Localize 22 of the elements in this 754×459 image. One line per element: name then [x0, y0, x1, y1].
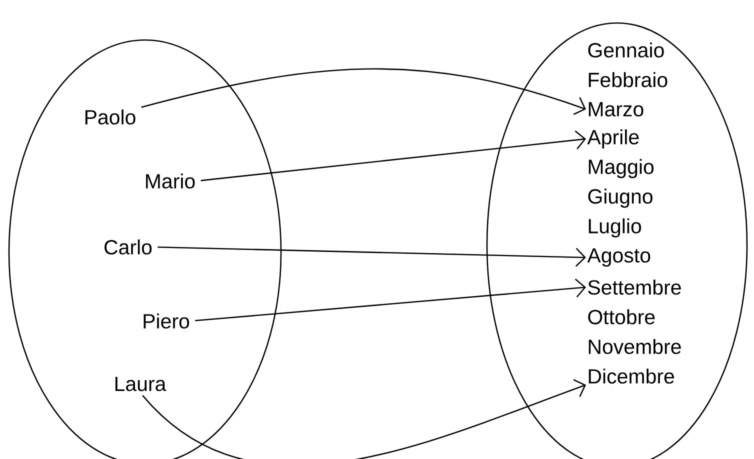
item-label: Novembre [588, 338, 681, 354]
arrow [158, 246, 586, 267]
item-label: Paolo [85, 109, 136, 125]
item-label: Gennaio [588, 42, 664, 58]
item-label: Luglio [588, 218, 642, 238]
item-label: Ottobre [588, 309, 655, 324]
arrow [200, 130, 586, 182]
item-label: Agosto [587, 248, 650, 267]
arrow [195, 278, 586, 322]
item-label: Dicembre [588, 368, 674, 384]
item-label: Febbraio [588, 72, 668, 88]
item-label: Laura [115, 376, 166, 392]
item-label: Marzo [588, 102, 644, 116]
arrow [141, 68, 586, 115]
item-label: Giugno [588, 188, 652, 208]
arrow [142, 379, 586, 459]
item-label: Carlo [104, 239, 152, 255]
item-label: Settembre [588, 280, 681, 295]
item-label: Maggio [588, 159, 654, 178]
item-label: Aprile [587, 129, 639, 148]
item-label: Mario [146, 173, 195, 189]
item-label: Piero [144, 313, 190, 329]
